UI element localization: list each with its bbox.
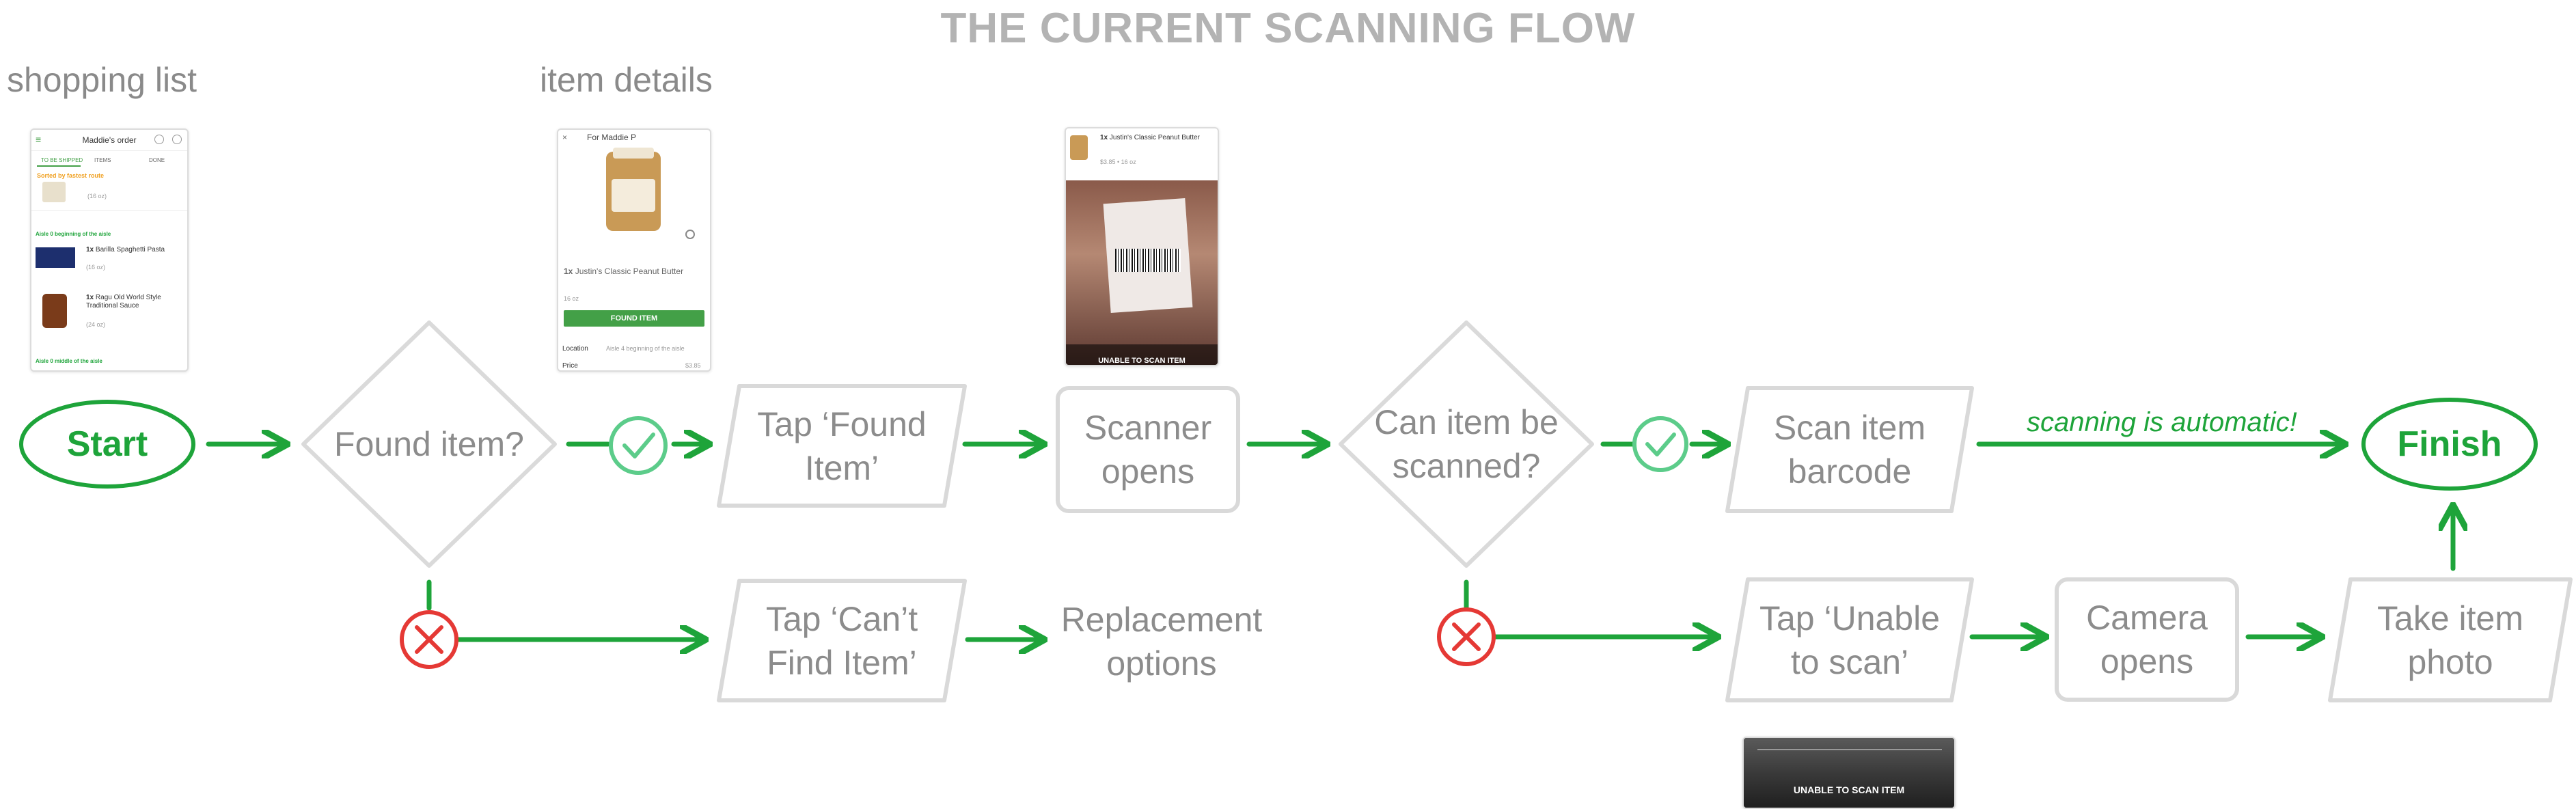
item-name: 1x Barilla Spaghetti Pasta bbox=[86, 246, 165, 253]
scanner-opens-shape bbox=[1056, 386, 1240, 513]
check-circle-icon bbox=[1632, 416, 1688, 472]
replacement-options-node: Replacement options bbox=[1060, 601, 1263, 683]
scanner-opens-node: Scanner opens bbox=[1084, 409, 1212, 491]
item-name: 1x Ragu Old World Style Traditional Sauc… bbox=[86, 294, 161, 310]
chat-icon bbox=[172, 135, 182, 144]
item-size: 16 oz bbox=[564, 295, 579, 302]
section-label-shopping-list: shopping list bbox=[7, 61, 197, 99]
item-details-screenshot: × For Maddie P 1x Justin's Classic Peanu… bbox=[557, 128, 711, 372]
close-icon: × bbox=[562, 133, 568, 142]
camera-unable-label: UNABLE TO SCAN ITEM bbox=[1793, 784, 1905, 795]
tap-unable-to-scan-shape bbox=[1725, 577, 1974, 702]
found-item-diamond bbox=[301, 320, 557, 568]
tap-cant-find-item-node: Tap ‘Can’t Find Item’ bbox=[765, 599, 918, 682]
camera-screenshot: UNABLE TO SCAN ITEM bbox=[1742, 737, 1956, 809]
tap-found-item-node: Tap ‘Found Item’ bbox=[757, 404, 927, 487]
barcode-image bbox=[1115, 249, 1181, 272]
start-node-shape bbox=[19, 400, 195, 489]
item-image bbox=[36, 247, 75, 268]
scan-item-barcode-node: Scan item barcode bbox=[1773, 409, 1926, 491]
sorted-label: Sorted by fastest route bbox=[37, 172, 105, 179]
tab-to-be-shipped: TO BE SHIPPED bbox=[41, 157, 83, 163]
item-image bbox=[42, 182, 66, 202]
order-title: Maddie's order bbox=[82, 135, 137, 145]
scanning-automatic-note: scanning is automatic! bbox=[2027, 407, 2297, 437]
x-circle-icon bbox=[400, 610, 458, 669]
tap-unable-to-scan-node: Tap ‘Unable to scan’ bbox=[1759, 599, 1941, 681]
aisle-label: Aisle 0 beginning of the aisle bbox=[36, 231, 111, 237]
item-size: (16 oz) bbox=[86, 264, 106, 271]
scanner-screenshot: 1x Justin's Classic Peanut Butter $3.85 … bbox=[1065, 127, 1219, 366]
start-node: Start bbox=[66, 424, 148, 464]
shopping-list-header: ≡ Maddie's order bbox=[31, 130, 187, 151]
aisle-label: Aisle 0 middle of the aisle bbox=[36, 358, 102, 364]
zoom-icon bbox=[685, 230, 695, 239]
product-thumbnail bbox=[1070, 135, 1088, 160]
price-label: Price bbox=[562, 362, 578, 370]
page-title: THE CURRENT SCANNING FLOW bbox=[940, 5, 1636, 52]
product-image bbox=[606, 148, 661, 231]
menu-icon: ≡ bbox=[36, 134, 42, 145]
finish-node: Finish bbox=[2397, 424, 2502, 464]
camera-viewfinder bbox=[1066, 180, 1218, 365]
info-icon bbox=[154, 135, 164, 144]
can-item-be-scanned-decision: Can item be scanned? bbox=[1374, 403, 1559, 485]
item-size: (24 oz) bbox=[86, 321, 106, 328]
tab-items: ITEMS bbox=[94, 157, 111, 163]
check-circle-icon bbox=[609, 416, 668, 475]
divider bbox=[31, 210, 187, 211]
tap-found-item-shape bbox=[717, 384, 967, 508]
take-item-photo-shape bbox=[2328, 577, 2573, 702]
location-label: Location bbox=[562, 345, 588, 353]
shopping-list-screenshot: ≡ Maddie's order TO BE SHIPPED ITEMS DON… bbox=[30, 128, 189, 372]
price-value: $3.85 bbox=[685, 362, 701, 369]
x-circle-icon bbox=[1437, 607, 1496, 666]
item-size: (16 oz) bbox=[87, 193, 107, 200]
found-item-button: FOUND ITEM bbox=[564, 310, 704, 327]
found-item-decision: Found item? bbox=[334, 425, 524, 463]
tab-done: DONE bbox=[149, 157, 165, 163]
location-value: Aisle 4 beginning of the aisle bbox=[606, 345, 685, 352]
item-name: 1x Justin's Classic Peanut Butter bbox=[564, 266, 684, 276]
unable-to-scan-label: UNABLE TO SCAN ITEM bbox=[1098, 357, 1186, 365]
tab-indicator bbox=[37, 165, 81, 167]
item-details-header: For Maddie P bbox=[587, 133, 637, 142]
unable-to-scan-bar bbox=[1066, 344, 1218, 365]
take-item-photo-node: Take item photo bbox=[2377, 599, 2523, 681]
scan-item-barcode-shape bbox=[1725, 386, 1974, 513]
tap-cant-find-item-shape bbox=[717, 579, 967, 702]
can-item-be-scanned-diamond bbox=[1339, 320, 1594, 568]
item-image bbox=[42, 294, 67, 328]
scanner-price-size: $3.85 • 16 oz bbox=[1100, 159, 1136, 165]
section-label-item-details: item details bbox=[540, 61, 713, 99]
scanner-item-name: 1x Justin's Classic Peanut Butter bbox=[1100, 134, 1200, 141]
finish-node-shape bbox=[2361, 398, 2538, 491]
camera-opens-shape bbox=[2055, 577, 2239, 702]
camera-opens-node: Camera opens bbox=[2086, 599, 2208, 681]
